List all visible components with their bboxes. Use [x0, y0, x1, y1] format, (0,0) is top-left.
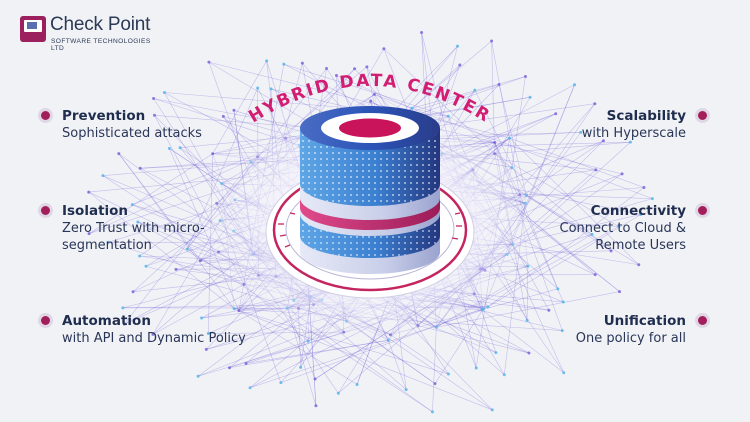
feature-title: Isolation: [62, 203, 129, 219]
bullet-dot-icon: [38, 203, 53, 218]
feature-unification: Unification One policy for all: [446, 312, 710, 347]
feature-prevention: Prevention Sophisticated attacks: [38, 107, 302, 142]
feature-desc: One policy for all: [575, 331, 686, 346]
feature-desc: Zero Trust with micro-: [62, 221, 205, 236]
feature-title: Prevention: [62, 108, 146, 124]
feature-desc: with API and Dynamic Policy: [62, 331, 246, 346]
feature-title: Automation: [62, 313, 151, 329]
logo-subtitle: SOFTWARE TECHNOLOGIES LTD: [51, 38, 151, 52]
feature-desc: Sophisticated attacks: [62, 126, 202, 141]
bullet-dot-icon: [695, 313, 710, 328]
logo-name: Check Point: [50, 14, 151, 35]
feature-connectivity: Connectivity Connect to Cloud & Remote U…: [446, 202, 710, 254]
feature-scalability: Scalability with Hyperscale: [446, 107, 710, 142]
bullet-dot-icon: [38, 313, 53, 328]
feature-desc: with Hyperscale: [581, 126, 686, 141]
logo-icon: [20, 16, 46, 42]
feature-title: Unification: [603, 313, 686, 329]
feature-desc: Connect to Cloud &: [559, 221, 686, 236]
feature-desc: Remote Users: [595, 238, 686, 253]
feature-desc: segmentation: [62, 238, 152, 253]
feature-title: Connectivity: [590, 203, 686, 219]
check-point-logo: Check Point SOFTWARE TECHNOLOGIES LTD: [20, 14, 160, 52]
feature-isolation: Isolation Zero Trust with micro- segment…: [38, 202, 302, 254]
bullet-dot-icon: [695, 108, 710, 123]
bullet-dot-icon: [695, 203, 710, 218]
feature-automation: Automation with API and Dynamic Policy: [38, 312, 302, 347]
bullet-dot-icon: [38, 108, 53, 123]
feature-title: Scalability: [606, 108, 686, 124]
